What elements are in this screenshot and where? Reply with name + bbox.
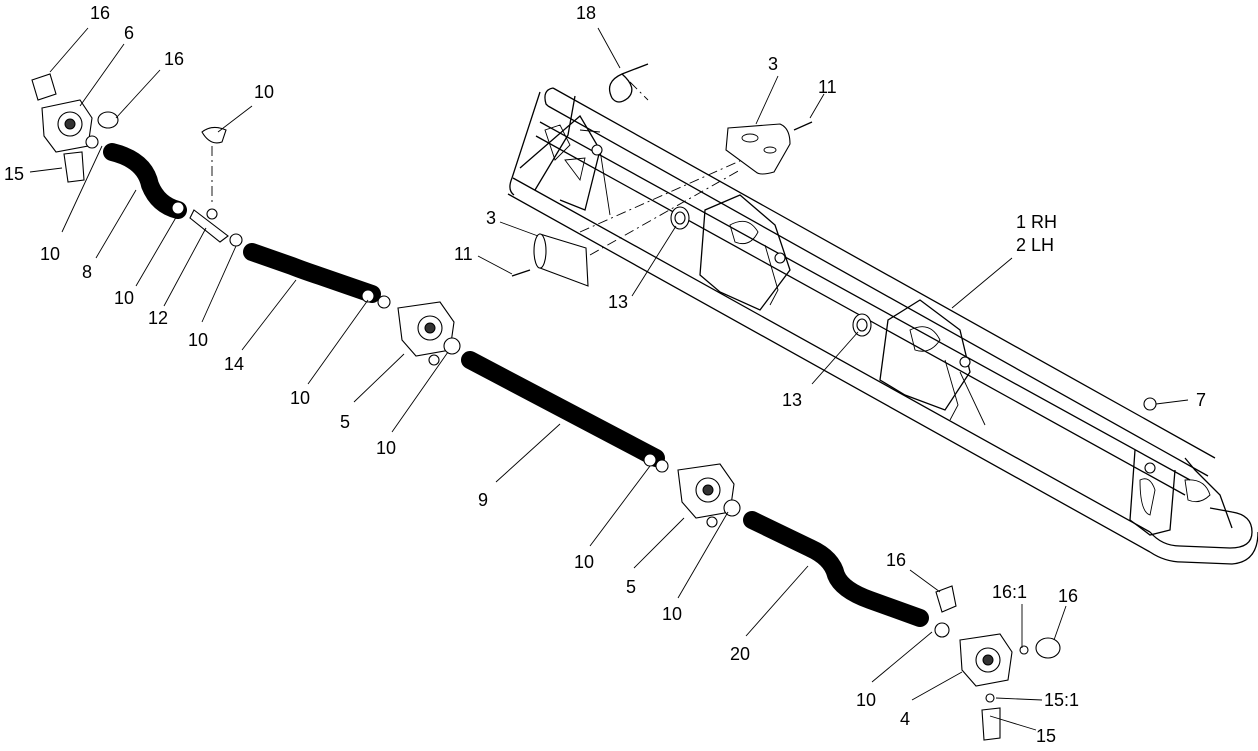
- callout-15: 15: [1036, 726, 1056, 746]
- callout-10: 10: [662, 604, 682, 624]
- nozzle-body-4: [934, 585, 1061, 741]
- callout-10: 10: [188, 330, 208, 350]
- mount-bracket-lower: [511, 233, 589, 287]
- callout-3: 3: [486, 208, 496, 228]
- callout-14: 14: [224, 354, 244, 374]
- callout-18: 18: [576, 3, 596, 23]
- callout-6: 6: [124, 23, 134, 43]
- nozzle-body-5-a: [377, 295, 461, 366]
- callout-4: 4: [900, 709, 910, 729]
- callout-11: 11: [454, 244, 473, 264]
- callout-10: 10: [290, 388, 310, 408]
- callout-15: 15: [4, 164, 24, 184]
- callout-15-1: 15:1: [1044, 690, 1079, 710]
- callout-2-lh: 2 LH: [1016, 235, 1054, 255]
- nozzle-body-5-b: [655, 459, 741, 528]
- nut: [1143, 397, 1157, 411]
- callout-3: 3: [768, 54, 778, 74]
- callout-1-rh: 1 RH: [1016, 212, 1057, 232]
- callout-16: 16: [886, 550, 906, 570]
- callout-8: 8: [82, 262, 92, 282]
- boom-frame: [507, 81, 1258, 565]
- callout-16-1: 16:1: [992, 582, 1027, 602]
- callout-labels: 16 6 16 15 10 10 8 10 12 10 14 10 5 10 9…: [4, 3, 1206, 746]
- leader-lines: [29, 27, 1189, 731]
- callout-13: 13: [608, 292, 628, 312]
- clevis-pin: [608, 63, 649, 103]
- callout-16: 16: [1058, 586, 1078, 606]
- hose-clamps: [171, 126, 657, 467]
- callout-5: 5: [340, 412, 350, 432]
- nozzle-body-6: [31, 73, 119, 183]
- callout-10: 10: [40, 244, 60, 264]
- callout-5: 5: [626, 577, 636, 597]
- callout-10: 10: [574, 552, 594, 572]
- mount-bracket-upper: [725, 121, 813, 175]
- callout-10: 10: [114, 288, 134, 308]
- callout-12: 12: [148, 308, 168, 328]
- callout-16: 16: [164, 49, 184, 69]
- callout-9: 9: [478, 490, 488, 510]
- callout-10: 10: [254, 82, 274, 102]
- callout-10: 10: [856, 690, 876, 710]
- seals: [670, 206, 872, 337]
- callout-20: 20: [730, 644, 750, 664]
- callout-13: 13: [782, 390, 802, 410]
- hoses: [103, 143, 929, 627]
- callout-7: 7: [1196, 390, 1206, 410]
- callout-11: 11: [818, 77, 837, 97]
- callout-10: 10: [376, 438, 396, 458]
- callout-16-top: 16: [90, 3, 110, 23]
